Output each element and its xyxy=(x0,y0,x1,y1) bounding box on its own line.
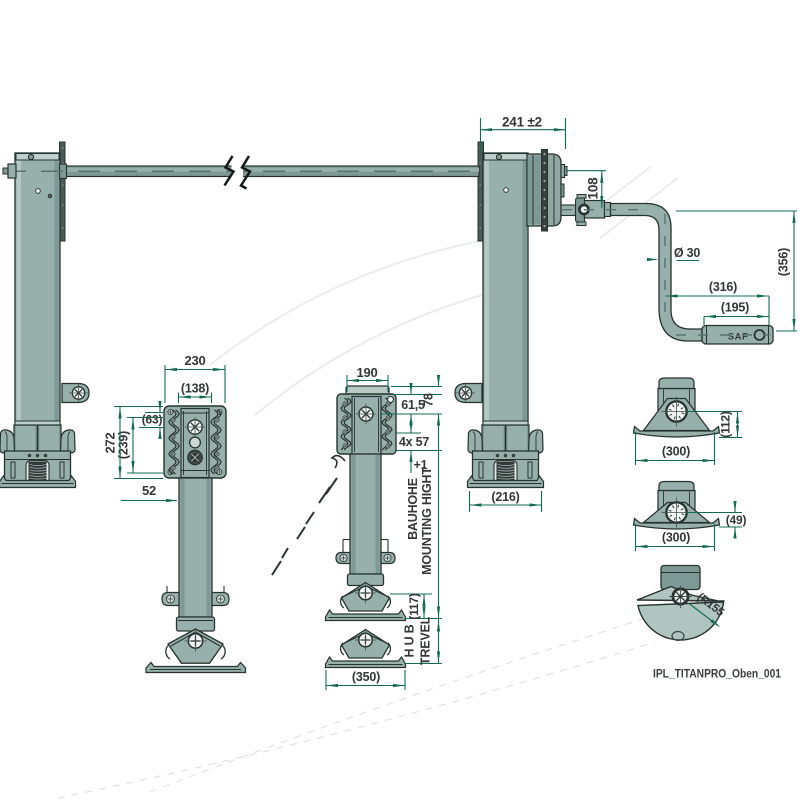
svg-text:(63): (63) xyxy=(142,413,163,427)
svg-text:(316): (316) xyxy=(709,280,737,294)
svg-text:(138): (138) xyxy=(181,382,209,396)
svg-text:(195): (195) xyxy=(721,301,749,315)
svg-text:(350): (350) xyxy=(352,670,380,684)
svg-text:272: 272 xyxy=(103,432,118,453)
svg-text:4x 57: 4x 57 xyxy=(399,435,430,449)
svg-text:241 ±2: 241 ±2 xyxy=(502,115,542,130)
svg-text:108: 108 xyxy=(586,177,601,200)
svg-text:Ø 30: Ø 30 xyxy=(674,246,701,260)
svg-text:(356): (356) xyxy=(777,248,791,276)
svg-text:+1: +1 xyxy=(414,458,428,472)
svg-text:(300): (300) xyxy=(662,445,690,459)
svg-text:78: 78 xyxy=(422,393,436,407)
svg-text:SAF: SAF xyxy=(728,332,749,343)
svg-text:TREVEL: TREVEL xyxy=(419,616,433,665)
svg-text:(239): (239) xyxy=(117,431,131,459)
svg-text:230: 230 xyxy=(184,353,205,368)
svg-text:61,5: 61,5 xyxy=(401,398,425,412)
svg-text:(300): (300) xyxy=(662,531,690,545)
svg-text:(112): (112) xyxy=(719,411,733,438)
svg-text:(117): (117) xyxy=(407,593,421,620)
svg-text:H U B: H U B xyxy=(403,624,417,657)
svg-text:BAUHOHE: BAUHOHE xyxy=(406,478,420,540)
svg-text:(49): (49) xyxy=(726,513,747,527)
svg-text:52: 52 xyxy=(142,483,156,498)
svg-text:190: 190 xyxy=(356,365,377,380)
svg-text:IPL_TITANPRO_Oben_001: IPL_TITANPRO_Oben_001 xyxy=(653,667,781,681)
svg-text:MOUNTING HIGHT: MOUNTING HIGHT xyxy=(420,467,434,575)
svg-text:(216): (216) xyxy=(491,490,519,504)
